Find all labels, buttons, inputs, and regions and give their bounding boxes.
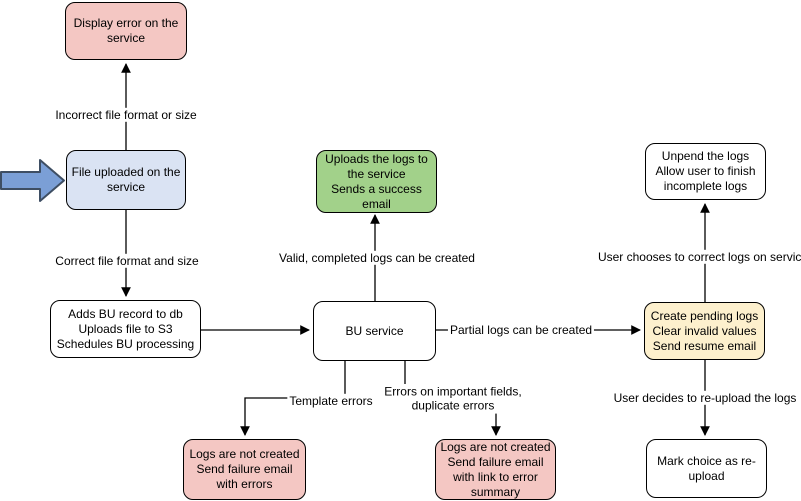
node-uploads-logs-success: Uploads the logs to the service Sends a … [316,150,437,213]
node-unpend-logs: Unpend the logs Allow user to finish inc… [645,143,766,200]
edge-label-user-corrects: User chooses to correct logs on service [595,249,801,265]
node-bu-service: BU service [313,301,436,361]
edge-label-template-errors: Template errors [287,393,375,409]
edge-label-valid-logs: Valid, completed logs can be created [277,250,477,266]
node-logs-failure-errors: Logs are not created Send failure email … [183,439,306,500]
node-mark-choice-reupload: Mark choice as re- upload [646,439,767,498]
entry-pointer-icon [0,159,65,202]
edge-label-incorrect-format: Incorrect file format or size [53,107,199,123]
node-create-pending-logs: Create pending logs Clear invalid values… [644,302,765,360]
edge-label-important-fields: Errors on important fields, duplicate er… [382,384,524,414]
edge-label-user-reuploads: User decides to re-upload the logs [611,390,799,406]
node-file-uploaded: File uploaded on the service [66,150,186,210]
node-logs-failure-summary: Logs are not created Send failure email … [435,439,556,500]
node-display-error: Display error on the service [65,2,187,60]
edge-label-partial-logs: Partial logs can be created [447,322,595,338]
node-adds-bu-record: Adds BU record to db Uploads file to S3 … [50,300,201,358]
edge-label-correct-format: Correct file format and size [53,253,201,269]
